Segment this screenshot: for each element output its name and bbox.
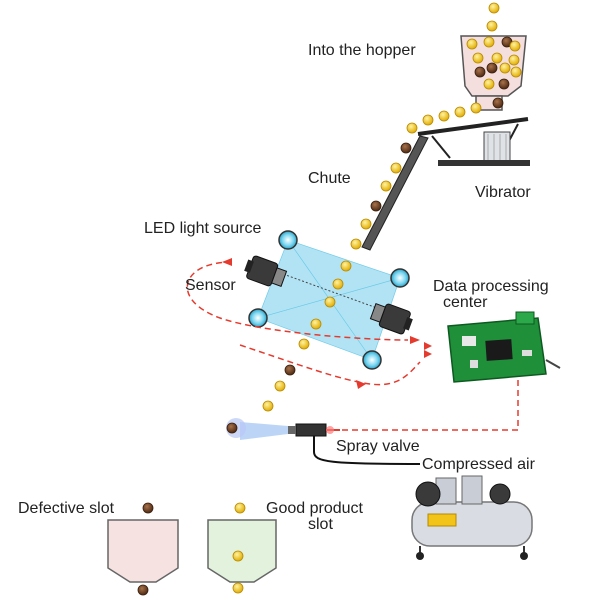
good-bean-icon: [422, 114, 434, 126]
vibrator-label: Vibrator: [475, 184, 531, 201]
chute-label: Chute: [308, 170, 351, 187]
pcb-board-icon: [447, 311, 561, 383]
sensor-label: Sensor: [185, 277, 236, 294]
defective-bean-icon: [486, 62, 498, 74]
defective-bean-icon: [492, 97, 504, 109]
defective-bean-icon: [498, 78, 510, 90]
good-bean-icon: [390, 162, 402, 174]
good-bean-icon: [262, 400, 274, 412]
good-product-slot-label-line1: Good product: [266, 500, 363, 517]
defective-bean-icon: [137, 584, 149, 596]
good-bean-icon: [454, 106, 466, 118]
good-bean-icon: [232, 550, 244, 562]
defective-slot-label: Defective slot: [18, 500, 115, 517]
good-bean-icon: [298, 338, 310, 350]
led-light-source-4: [362, 350, 382, 370]
good-bean-icon: [472, 52, 484, 64]
good-bean-icon: [340, 260, 352, 272]
defective-bean-icon: [226, 422, 238, 434]
good-product-slot: [207, 519, 277, 583]
data-processing-center-label-line2: center: [443, 294, 488, 311]
good-bean-icon: [466, 38, 478, 50]
good-bean-icon: [491, 52, 503, 64]
good-bean-icon: [510, 66, 522, 78]
good-bean-icon: [310, 318, 322, 330]
good-bean-icon: [380, 180, 392, 192]
good-product-slot-label-line2: slot: [308, 516, 333, 533]
good-bean-icon: [232, 582, 244, 594]
sensor-camera-right: [369, 303, 413, 335]
good-bean-icon: [508, 54, 520, 66]
good-bean-icon: [488, 2, 500, 14]
good-bean-icon: [483, 78, 495, 90]
defective-bean-icon: [474, 66, 486, 78]
good-bean-icon: [509, 40, 521, 52]
led-light-source-2: [390, 268, 410, 288]
spray-valve-label: Spray valve: [336, 438, 420, 455]
led-light-source-label: LED light source: [144, 220, 262, 237]
good-bean-icon: [406, 122, 418, 134]
compressed-air-label: Compressed air: [422, 456, 535, 473]
good-bean-icon: [486, 20, 498, 32]
good-bean-icon: [324, 296, 336, 308]
data-processing-center-label-line1: Data processing: [433, 278, 549, 295]
good-bean-icon: [332, 278, 344, 290]
defective-bean-icon: [142, 502, 154, 514]
spray-valve-icon: [288, 423, 340, 437]
defective-bean-icon: [400, 142, 412, 154]
good-bean-icon: [234, 502, 246, 514]
compressed-air-hose: [313, 436, 421, 465]
vibrator: [417, 117, 530, 166]
good-bean-icon: [274, 380, 286, 392]
chute: [361, 135, 429, 251]
hopper-label: Into the hopper: [308, 42, 416, 59]
defective-bean-icon: [284, 364, 296, 376]
beans: [137, 2, 522, 596]
air-compressor-icon: [411, 475, 533, 560]
led-light-source-1: [278, 230, 298, 250]
good-bean-icon: [438, 110, 450, 122]
good-bean-icon: [470, 102, 482, 114]
defective-bean-icon: [370, 200, 382, 212]
good-bean-icon: [360, 218, 372, 230]
signal-arrows: [222, 258, 432, 389]
good-bean-icon: [499, 62, 511, 74]
defective-slot: [107, 519, 179, 583]
signal-lines: [186, 261, 519, 431]
good-bean-icon: [483, 36, 495, 48]
sensor-camera-left: [244, 255, 288, 287]
led-light-source-3: [248, 308, 268, 328]
good-bean-icon: [350, 238, 362, 250]
